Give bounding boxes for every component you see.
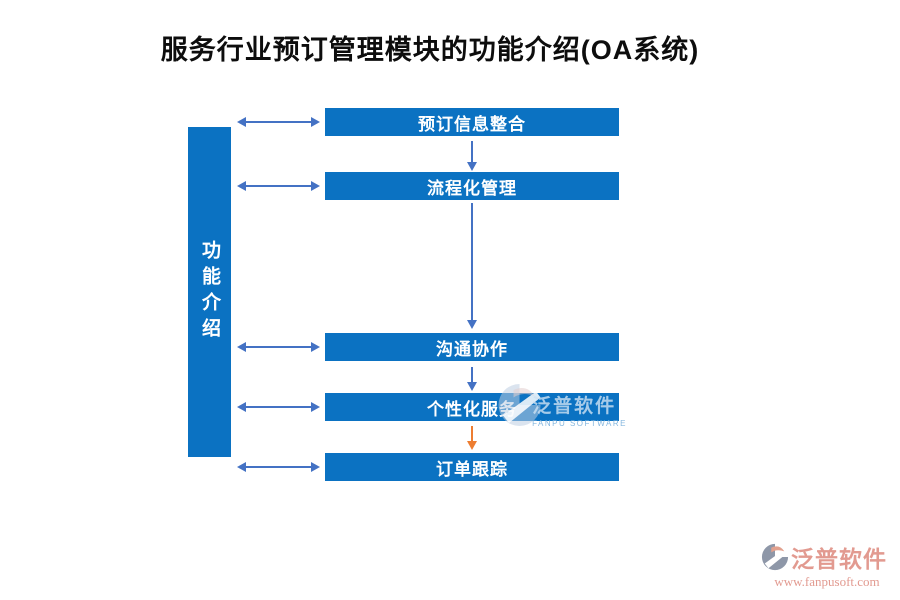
node-process-management: 流程化管理 [325, 172, 619, 200]
down-arrow-3 [467, 367, 477, 391]
node-order-tracking: 订单跟踪 [325, 453, 619, 481]
bidirectional-arrow-5 [237, 462, 320, 472]
fanpu-logo-icon [761, 543, 789, 571]
down-arrow-2 [467, 203, 477, 329]
down-arrow-1 [467, 141, 477, 171]
bidirectional-arrow-3 [237, 342, 320, 352]
page-title: 服务行业预订管理模块的功能介绍(OA系统) [160, 35, 700, 65]
bidirectional-arrow-2 [237, 181, 320, 191]
node-personalized-service: 个性化服务 [325, 393, 619, 421]
sidebar-function-intro-bar: 功能介绍 [188, 127, 231, 457]
bidirectional-arrow-4 [237, 402, 320, 412]
footer-brand-logo: 泛普软件 www.fanpusoft.com [761, 540, 893, 590]
bidirectional-arrow-1 [237, 117, 320, 127]
footer-brand-text: 泛普软件 [791, 546, 887, 572]
footer-website-text: www.fanpusoft.com [774, 574, 880, 589]
sidebar-label: 功能介绍 [199, 240, 220, 344]
down-arrow-4-orange [467, 426, 477, 450]
node-communication-collaboration: 沟通协作 [325, 333, 619, 361]
node-booking-info-integration: 预订信息整合 [325, 108, 619, 136]
